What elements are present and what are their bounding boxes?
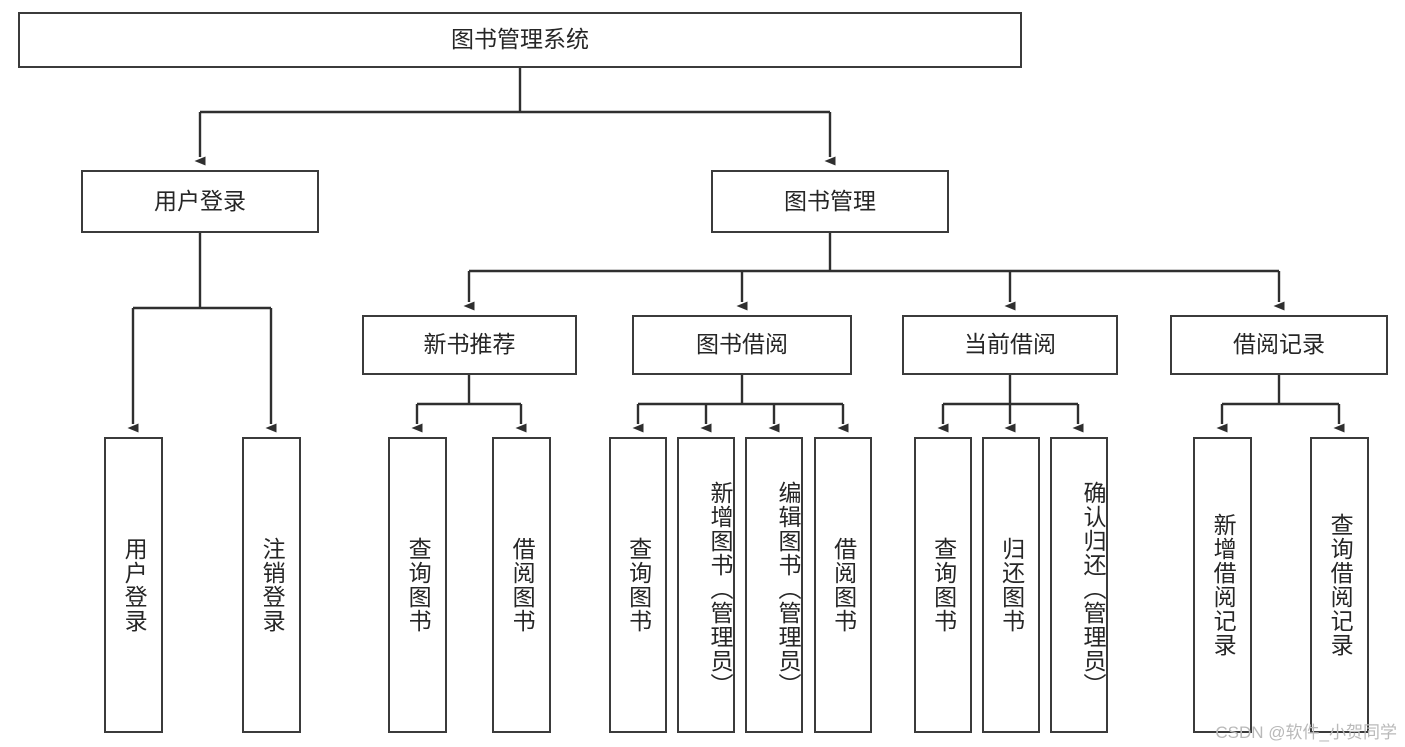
leaf-query-record[interactable]: 查询借阅记录 — [1310, 437, 1369, 733]
node-borrow-record-label: 借阅记录 — [1233, 331, 1325, 358]
node-root-label: 图书管理系统 — [451, 26, 589, 53]
edge-book-manage-to-level3 — [463, 233, 1285, 311]
node-new-book-recommend[interactable]: 新书推荐 — [362, 315, 577, 375]
edge-root-to-bus — [194, 68, 836, 166]
edge-new-book-recommend-to-leaves — [411, 375, 527, 433]
leaf-user-login-label: 用户登录 — [121, 537, 148, 633]
leaf-edit-book[interactable]: 编辑图书（管理员） — [745, 437, 803, 733]
leaf-borrow-book-2-label: 借阅图书 — [830, 537, 857, 633]
edge-book-borrow-to-leaves — [632, 375, 849, 433]
leaf-query-book-1[interactable]: 查询图书 — [388, 437, 447, 733]
node-book-manage-label: 图书管理 — [784, 187, 876, 214]
leaf-borrow-book-1-label: 借阅图书 — [509, 537, 536, 633]
leaf-confirm-return-label: 确认归还（管理员） — [1080, 481, 1106, 697]
leaf-add-record[interactable]: 新增借阅记录 — [1193, 437, 1252, 733]
watermark: CSDN @软件_小贺同学 — [1215, 723, 1397, 742]
leaf-borrow-book-2[interactable]: 借阅图书 — [814, 437, 872, 733]
leaf-add-book[interactable]: 新增图书（管理员） — [677, 437, 735, 733]
node-user-login-label: 用户登录 — [154, 187, 246, 214]
leaf-user-logout[interactable]: 注销登录 — [242, 437, 301, 733]
leaf-query-book-3-label: 查询图书 — [930, 537, 957, 633]
leaf-query-record-label: 查询借阅记录 — [1327, 513, 1354, 657]
leaf-query-book-1-label: 查询图书 — [405, 537, 432, 633]
leaf-confirm-return[interactable]: 确认归还（管理员） — [1050, 437, 1108, 733]
leaf-return-book-label: 归还图书 — [998, 537, 1025, 633]
node-borrow-record[interactable]: 借阅记录 — [1170, 315, 1388, 375]
node-current-borrow[interactable]: 当前借阅 — [902, 315, 1118, 375]
leaf-return-book[interactable]: 归还图书 — [982, 437, 1040, 733]
node-root[interactable]: 图书管理系统 — [18, 12, 1022, 68]
leaf-query-book-3[interactable]: 查询图书 — [914, 437, 972, 733]
leaf-borrow-book-1[interactable]: 借阅图书 — [492, 437, 551, 733]
leaf-user-login[interactable]: 用户登录 — [104, 437, 163, 733]
node-current-borrow-label: 当前借阅 — [964, 331, 1056, 358]
node-user-login[interactable]: 用户登录 — [81, 170, 319, 233]
node-new-book-recommend-label: 新书推荐 — [423, 331, 516, 358]
node-book-borrow[interactable]: 图书借阅 — [632, 315, 852, 375]
leaf-add-book-label: 新增图书（管理员） — [707, 481, 733, 697]
leaf-edit-book-label: 编辑图书（管理员） — [775, 481, 801, 697]
node-book-borrow-label: 图书借阅 — [696, 331, 788, 358]
leaf-add-record-label: 新增借阅记录 — [1210, 513, 1237, 657]
edge-borrow-record-to-leaves — [1216, 375, 1345, 433]
leaf-user-logout-label: 注销登录 — [259, 537, 286, 633]
leaf-query-book-2[interactable]: 查询图书 — [609, 437, 667, 733]
node-book-manage[interactable]: 图书管理 — [711, 170, 949, 233]
leaf-query-book-2-label: 查询图书 — [625, 537, 652, 633]
edge-current-borrow-to-leaves — [937, 375, 1084, 433]
edge-user-login-to-leaves — [127, 233, 277, 433]
